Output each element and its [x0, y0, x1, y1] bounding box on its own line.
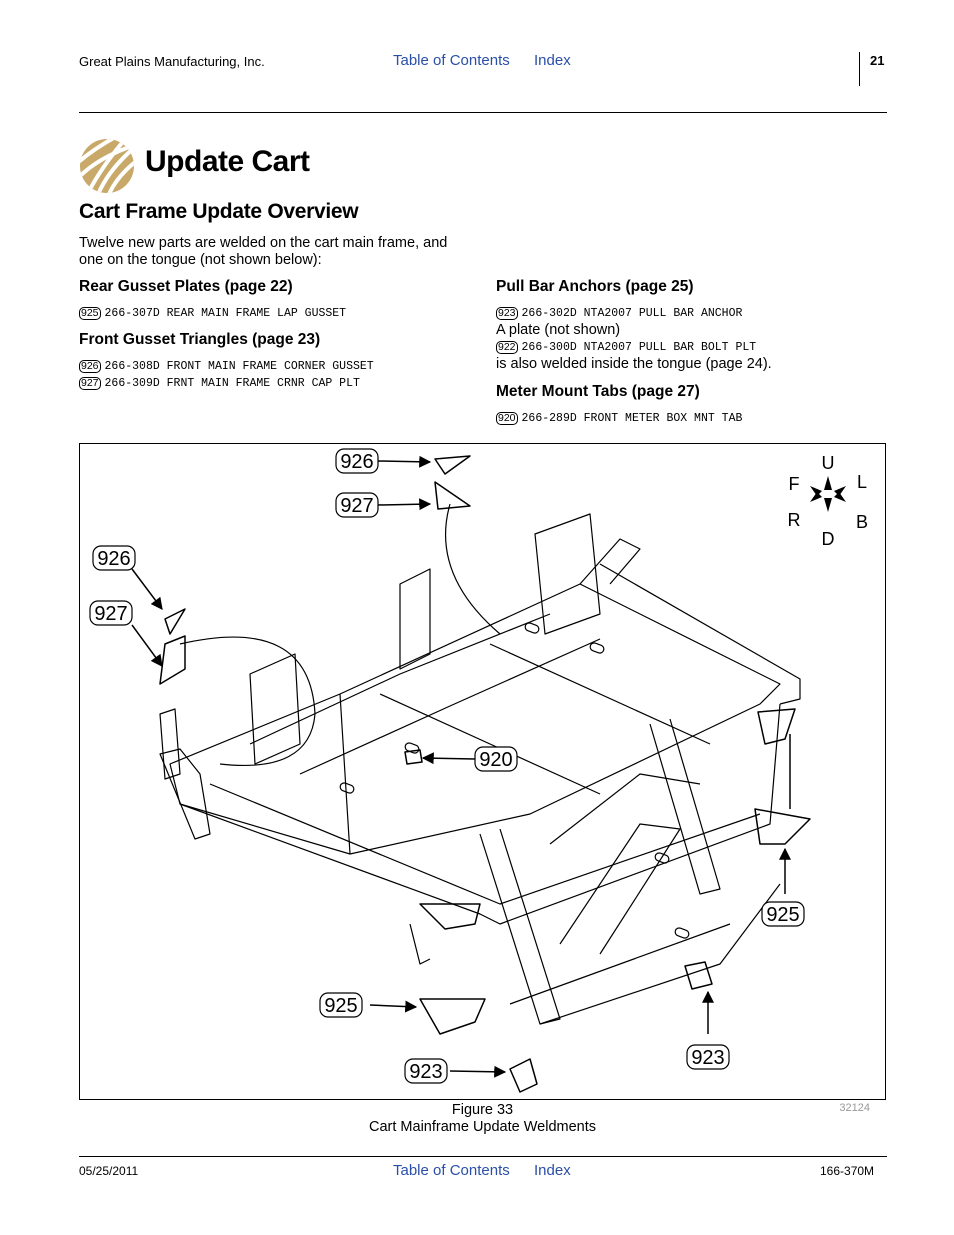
footer-doc-number: 166-370M [820, 1164, 875, 1178]
page-number: 21 [870, 53, 885, 68]
part-desc: 266-300D NTA2007 PULL BAR BOLT PLT [521, 341, 757, 354]
compass-rear: R [788, 510, 801, 530]
compass-back: B [856, 512, 868, 532]
pull-bar-note-1: A plate (not shown) [496, 322, 621, 338]
part-926-rear [434, 455, 471, 475]
part-920 [404, 749, 423, 765]
part-desc: 266-289D FRONT METER BOX MNT TAB [521, 412, 743, 425]
company-name: Great Plains Manufacturing, Inc. [79, 54, 265, 69]
part-923-right [684, 961, 713, 990]
page-title: Update Cart [145, 145, 310, 178]
part-925-right-lower [754, 808, 811, 845]
callout-926-rear: 926 [340, 451, 373, 473]
compass-down: D [822, 529, 835, 549]
callout-badge: 926 [79, 360, 101, 373]
compass-up: U [822, 453, 835, 473]
part-926-front [164, 608, 186, 635]
part-desc: 266-307D REAR MAIN FRAME LAP GUSSET [104, 307, 347, 320]
part-925-left-lower [419, 998, 486, 1035]
part-desc: 266-308D FRONT MAIN FRAME CORNER GUSSET [104, 360, 374, 373]
figure-caption: Cart Mainframe Update Weldments [369, 1119, 596, 1135]
cart-frame-drawing: 926 927 926 927 920 925 925 923 923 U D … [89, 448, 869, 1093]
header-toc-link[interactable]: Table of Contents [393, 52, 510, 69]
figure-image-id: 32124 [839, 1102, 870, 1114]
callout-badge: 922 [496, 341, 518, 354]
pull-bar-heading: Pull Bar Anchors (page 25) [496, 278, 694, 295]
part-927-rear [434, 481, 471, 510]
frame-top-outline [169, 583, 781, 855]
leader-arc-front [179, 636, 316, 766]
rear-gusset-heading: Rear Gusset Plates (page 22) [79, 278, 293, 295]
figure-frame: 926 927 926 927 920 925 925 923 923 U D … [79, 443, 886, 1100]
callout-badge: 923 [496, 307, 518, 320]
pull-bar-note-2: is also welded inside the tongue (page 2… [496, 356, 772, 372]
front-gusset-heading: Front Gusset Triangles (page 23) [79, 331, 321, 348]
part-927-front [159, 635, 186, 685]
callout-925-right: 925 [766, 904, 799, 926]
callout-badge: 927 [79, 377, 101, 390]
footer-rule [79, 1156, 887, 1157]
footer-date: 05/25/2011 [79, 1164, 139, 1178]
part-desc: 266-309D FRNT MAIN FRAME CRNR CAP PLT [104, 377, 360, 390]
part-923-left [509, 1058, 538, 1093]
footer-index-link[interactable]: Index [534, 1162, 571, 1179]
callout-926-front: 926 [97, 548, 130, 570]
callout-badge: 920 [496, 412, 518, 425]
header-index-link[interactable]: Index [534, 52, 571, 69]
compass-left: L [857, 472, 867, 492]
part-925-right-upper [757, 708, 796, 745]
part-desc: 266-302D NTA2007 PULL BAR ANCHOR [521, 307, 743, 320]
section-heading: Cart Frame Update Overview [79, 200, 359, 223]
orientation-compass: U D F L R B [788, 453, 869, 549]
callout-923-left: 923 [409, 1061, 442, 1083]
figure-number: Figure 33 [451, 1102, 514, 1118]
callout-badge: 925 [79, 307, 101, 320]
great-plains-logo-icon [80, 139, 134, 193]
callout-920: 920 [479, 749, 512, 771]
callout-923-right: 923 [691, 1047, 724, 1069]
header-divider [859, 52, 860, 86]
meter-mount-heading: Meter Mount Tabs (page 27) [496, 383, 700, 400]
leader-arc-rear [444, 503, 501, 635]
figure-callouts: 926 927 926 927 920 925 925 923 923 [89, 448, 805, 1084]
footer-toc-link[interactable]: Table of Contents [393, 1162, 510, 1179]
compass-front: F [789, 474, 800, 494]
intro-text: Twelve new parts are welded on the cart … [79, 235, 448, 268]
callout-925-left: 925 [324, 995, 357, 1017]
part-925-left-upper [419, 903, 481, 930]
header-rule [79, 112, 887, 113]
callout-927-front: 927 [94, 603, 127, 625]
callout-927-rear: 927 [340, 495, 373, 517]
